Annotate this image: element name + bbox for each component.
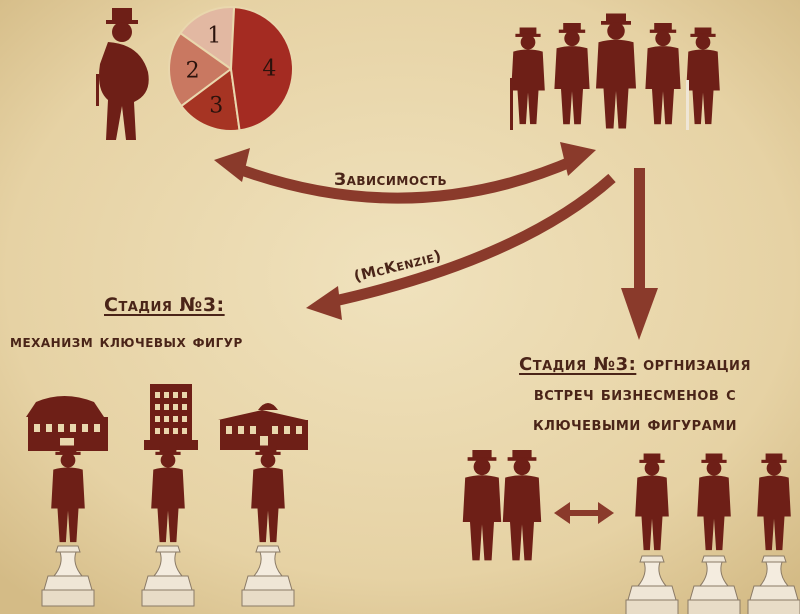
- mckenzie-arrow: [306, 173, 616, 320]
- right-stage-line1-rest: оргнизация: [636, 354, 751, 375]
- pie-slice-label: 2: [186, 59, 200, 84]
- right-stage-caption: Стадия №3: оргнизация встреч бизнесменов…: [470, 350, 800, 440]
- pie-slice-1: [178, 6, 236, 71]
- building-icon: [144, 384, 198, 450]
- businessmen-group-icon: [510, 13, 720, 130]
- right-stage-line2: встреч бизнесменов с: [533, 384, 737, 405]
- left-stage-title: Стадия №3:: [104, 294, 225, 316]
- pie-slice-label: 3: [209, 94, 223, 119]
- dependency-arrow: [214, 142, 596, 204]
- pie-slice-3: [179, 67, 241, 132]
- left-stage-subtitle: механизм ключевых фигур: [10, 332, 243, 352]
- pie-slice-2: [168, 31, 233, 108]
- share-pie-chart: 123 4: [168, 6, 294, 132]
- pie-slice-label: 1: [207, 23, 221, 48]
- down-arrow: [621, 168, 658, 340]
- building-icon: [218, 403, 308, 450]
- pie-slice-4: [229, 6, 294, 132]
- right-stage-line3: ключевыми фигурами: [532, 414, 737, 435]
- building-icon: [26, 396, 108, 451]
- pie-slice-label: 4: [262, 56, 276, 81]
- dependency-label: Зависимость: [334, 170, 448, 190]
- double-arrow-icon: [554, 502, 614, 524]
- tycoon-silhouette-icon: [96, 8, 149, 140]
- right-stage-title: Стадия №3:: [519, 354, 637, 375]
